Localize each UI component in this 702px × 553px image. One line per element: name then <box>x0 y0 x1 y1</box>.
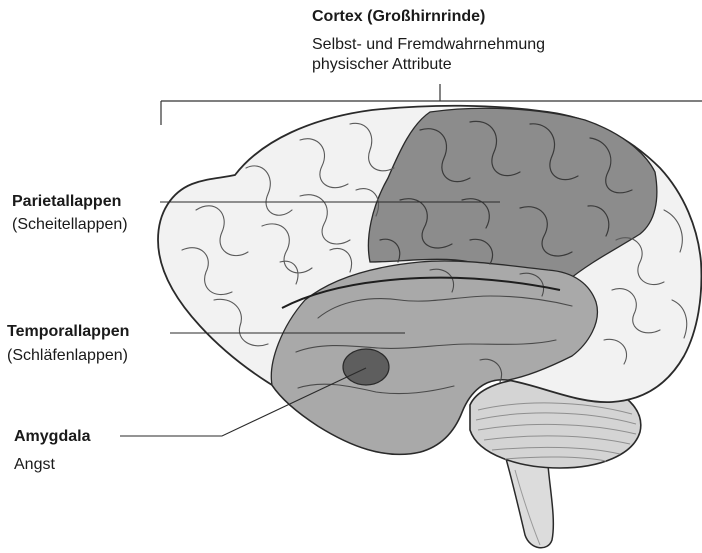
temporal-lobe-label: Temporallappen <box>7 322 129 342</box>
amygdala-region <box>343 349 389 385</box>
cortex-description-line-2: physischer Attribute <box>312 55 452 75</box>
cortex-title: Cortex (Großhirnrinde) <box>312 7 485 27</box>
brain-stem <box>505 455 553 548</box>
temporal-lobe-sublabel: (Schläfenlappen) <box>7 346 128 366</box>
amygdala-label: Amygdala <box>14 427 90 447</box>
amygdala-sublabel: Angst <box>14 455 55 475</box>
cortex-description-line-1: Selbst- und Fremdwahrnehmung <box>312 35 545 55</box>
parietal-lobe-sublabel: (Scheitellappen) <box>12 215 128 235</box>
parietal-lobe-label: Parietallappen <box>12 192 121 212</box>
